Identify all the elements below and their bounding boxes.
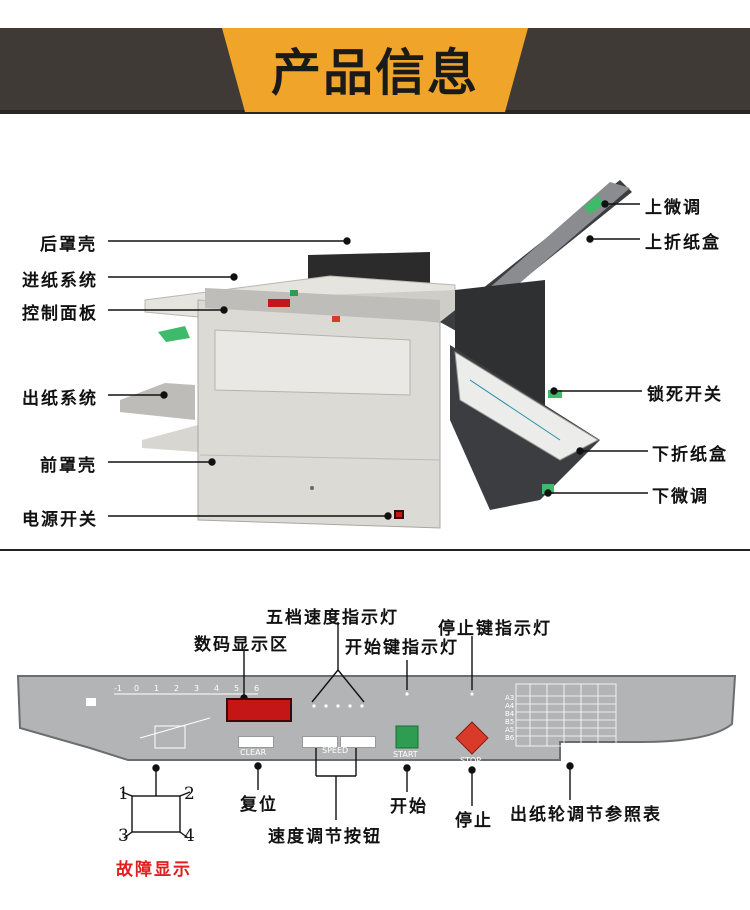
label-lower-fold-tray: 下折纸盒: [652, 445, 728, 465]
label-control-panel: 控制面板: [22, 304, 98, 324]
table-row-b4: B4: [505, 710, 515, 718]
start-label: START: [393, 750, 418, 759]
label-rear-cover: 后罩壳: [40, 235, 97, 255]
speed-label: SPEED: [322, 746, 349, 755]
digital-display-screen: [226, 698, 292, 722]
machine-control-strip: [205, 288, 440, 322]
output-wheel-table-grid: [515, 683, 617, 747]
machine-green-knob: [290, 290, 298, 296]
scale-tick-2: 2: [174, 684, 180, 693]
label-digital-display: 数码显示区: [194, 635, 289, 655]
scale-tick-6: 6: [254, 684, 260, 693]
start-key: [395, 725, 419, 749]
scale-tick-m1: -1: [114, 684, 122, 693]
machine-stop-key: [332, 316, 340, 322]
label-reset: 复位: [240, 795, 278, 815]
leader-lines-right: [544, 200, 648, 497]
label-fault-display: 故障显示: [116, 860, 192, 880]
banner-accent-shape: [222, 28, 528, 112]
label-front-cover: 前罩壳: [40, 456, 97, 476]
section-divider: [0, 549, 750, 551]
table-row-a3: A3: [505, 694, 515, 702]
fault-number-4: 4: [184, 826, 195, 846]
fault-number-3: 3: [118, 826, 129, 846]
label-start: 开始: [390, 797, 428, 817]
stop-button[interactable]: [458, 724, 486, 752]
label-lower-fine-adjust: 下微调: [652, 487, 709, 507]
leader-lines-left: [108, 237, 392, 520]
label-upper-fine-adjust: 上微调: [645, 198, 702, 218]
scale-tick-5: 5: [234, 684, 240, 693]
panel-feed-symbol: [86, 698, 96, 706]
label-speed-indicators: 五档速度指示灯: [266, 608, 399, 628]
page-title: 产品信息: [271, 44, 479, 102]
start-button[interactable]: [396, 726, 418, 748]
label-output-system: 出纸系统: [22, 389, 98, 409]
control-panel-plate: [16, 675, 737, 761]
speed-down-button[interactable]: [302, 736, 338, 748]
machine-front-seam: [199, 454, 441, 461]
clear-label: CLEAR: [240, 748, 267, 757]
fault-number-1: 1: [118, 784, 129, 804]
label-stop: 停止: [455, 811, 493, 831]
table-row-a5: A5: [505, 726, 515, 734]
table-row-b6: B6: [505, 734, 515, 742]
machine-front-panel: [214, 329, 411, 396]
machine-output-tray-upper: [120, 383, 195, 420]
machine-tray-scale: [469, 379, 561, 441]
machine-lower-adjust-knob: [542, 484, 554, 494]
label-lock-switch: 锁死开关: [647, 385, 723, 405]
panel-leader-lines: [152, 622, 574, 820]
label-stop-indicator: 停止键指示灯: [438, 619, 552, 639]
speed-indicator-dots: [312, 704, 364, 708]
scale-tick-3: 3: [194, 684, 200, 693]
machine-display: [268, 299, 290, 307]
machine-power-switch-light: [396, 512, 402, 517]
clear-button[interactable]: [238, 736, 274, 748]
label-output-wheel-table: 出纸轮调节参照表: [510, 805, 662, 825]
scale-tick-0: 0: [134, 684, 140, 693]
fault-diagram: [121, 791, 191, 839]
label-feed-system: 进纸系统: [22, 271, 98, 291]
table-row-a4: A4: [505, 702, 515, 710]
fault-number-2: 2: [184, 784, 195, 804]
label-start-indicator: 开始键指示灯: [345, 638, 459, 658]
machine-lower-tray-plate: [454, 351, 600, 461]
machine-upper-adjust-knob: [583, 195, 605, 215]
label-upper-fold-tray: 上折纸盒: [645, 233, 721, 253]
machine-output-tray-lower: [142, 425, 198, 452]
stop-label: STOP: [460, 756, 482, 765]
panel-fault-icon-slash: [139, 717, 211, 739]
label-speed-buttons: 速度调节按钮: [268, 827, 382, 847]
speed-up-button[interactable]: [340, 736, 376, 748]
stop-indicator-dot: [470, 692, 474, 696]
panel-fault-icon: [154, 725, 186, 749]
stop-key: [455, 721, 489, 755]
scale-tick-1: 1: [154, 684, 160, 693]
table-row-b5: B5: [505, 718, 515, 726]
machine-lever: [158, 326, 190, 342]
scale-tick-4: 4: [214, 684, 220, 693]
start-indicator-dot: [405, 692, 409, 696]
label-power-switch: 电源开关: [22, 510, 98, 530]
machine-hole: [310, 486, 314, 490]
